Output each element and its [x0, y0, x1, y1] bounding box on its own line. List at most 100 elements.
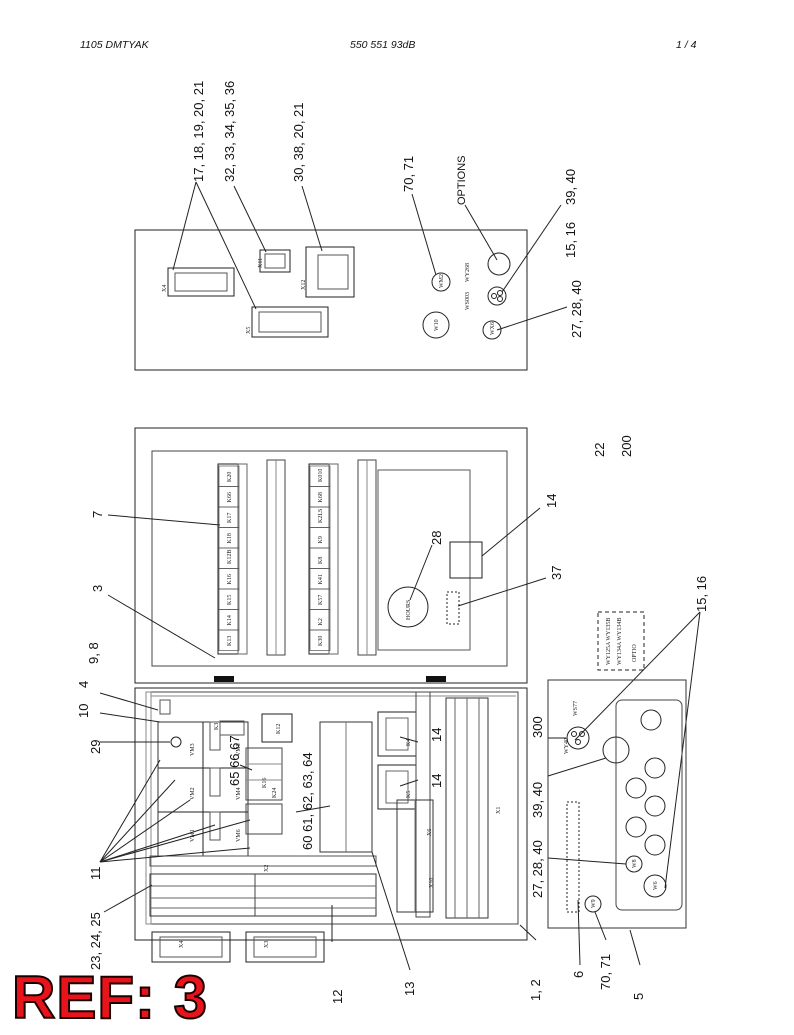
relay-label: K68 [318, 492, 324, 502]
leader-line [547, 757, 607, 777]
header-page-number: 1 / 4 [676, 39, 697, 51]
callout-top-x4-x5: 17, 18, 19, 20, 21 [191, 81, 206, 182]
callout-cab-29: 29 [88, 740, 103, 754]
gland-plate-cutout [615, 699, 683, 911]
label-ws003: WS003 [465, 292, 471, 310]
door-hinge [426, 676, 446, 682]
callout-cab-27-28-40: 27, 28, 40 [530, 840, 545, 898]
leader-line [457, 577, 547, 607]
relay-label: K30 [318, 636, 324, 646]
leader-line [301, 185, 323, 252]
bottom-connector-x3 [245, 931, 325, 963]
callout-cab-300: 300 [530, 716, 545, 738]
relay-k12 [261, 713, 293, 743]
label-k16: K16 [262, 778, 268, 788]
label-k3: K3 [214, 723, 220, 730]
callout-cab-6: 6 [571, 971, 586, 978]
leader-line [103, 884, 153, 913]
connector-x11 [259, 249, 291, 273]
relay-slot [309, 465, 331, 487]
gland-cable [644, 795, 666, 817]
label-x5: X5 [246, 327, 252, 334]
connector-x4 [167, 267, 235, 297]
leader-line [107, 514, 221, 526]
leader-line [99, 799, 191, 863]
fuse-29 [170, 736, 182, 748]
leader-line [629, 929, 641, 966]
leader-line [239, 764, 253, 771]
relay-label: K41 [318, 574, 324, 584]
bottom-connector-x4 [151, 931, 231, 963]
label-x4: X4 [162, 285, 168, 292]
leader-line [547, 857, 627, 865]
label-wy268: WY268 [465, 263, 471, 282]
leader-line [519, 924, 537, 941]
label-x4-bottom: X4 [179, 941, 185, 948]
callout-cab-14-lower: 14 [429, 774, 444, 788]
callout-cab-70-71: 70, 71 [598, 954, 613, 990]
cable-entry-6 [566, 801, 580, 913]
callout-cab-13: 13 [402, 982, 417, 996]
door-inner-frame [151, 450, 508, 667]
gland-plate [547, 679, 687, 929]
label-hour-meter: HOURS [406, 600, 412, 620]
leader-line [99, 712, 161, 723]
gland-w10 [422, 311, 450, 339]
leader-line [99, 847, 251, 863]
label-x12: X12 [301, 280, 307, 290]
callout-cab-4: 4 [76, 681, 91, 688]
callout-door-7: 7 [90, 511, 105, 518]
leader-line [99, 779, 176, 863]
header-part-number: 550 551 93dB [350, 39, 416, 51]
leader-line [577, 899, 581, 966]
relay-label: K2LS [318, 509, 324, 523]
label-x3: X3 [264, 941, 270, 948]
callout-top-39-40: 39, 40 [563, 169, 578, 205]
leader-line [411, 193, 437, 276]
door-device-37 [446, 591, 460, 625]
callout-cab-5: 5 [631, 993, 646, 1000]
label-wx6: WX6 [490, 322, 496, 335]
callout-door-3: 3 [90, 585, 105, 592]
label-x6: X6 [427, 829, 433, 836]
leader-line [399, 736, 419, 743]
callout-top-x11: 32, 33, 34, 35, 36 [222, 81, 237, 182]
callout-top-options: OPTIONS [456, 155, 468, 205]
gland-cable [625, 816, 647, 838]
gland-wm2 [431, 272, 451, 292]
label-x2: X2 [264, 865, 270, 872]
callout-door-9-8: 9, 8 [86, 642, 101, 664]
relay-label: K14 [227, 615, 233, 625]
leader-line [501, 204, 562, 293]
relay-label: K13 [227, 636, 233, 646]
cabinet-body [134, 687, 528, 941]
callout-cab-14-upper: 14 [429, 728, 444, 742]
door-device-14 [449, 541, 483, 579]
callout-cab-12: 12 [330, 990, 345, 1004]
label-k5: K5 [406, 791, 412, 798]
relay-label: K9 [318, 536, 324, 543]
callout-cab-1-2: 1, 2 [528, 979, 543, 1001]
callout-door-14: 14 [544, 494, 559, 508]
leader-line [99, 824, 216, 863]
relay-label: K66 [227, 492, 233, 502]
gland-300 [602, 736, 630, 764]
reference-stamp: REF: 3 [11, 964, 209, 1031]
relay-label: K15 [227, 595, 233, 605]
label-vm1: VM1 [190, 829, 196, 842]
relay-label: K57 [318, 595, 324, 605]
leader-line [574, 611, 701, 741]
callout-cab-60-64: 60 61, 62, 63, 64 [300, 752, 315, 850]
gland-wx6 [482, 320, 502, 340]
label-wy40: WY40 [564, 738, 570, 754]
relay-label: K20 [227, 472, 233, 482]
hour-meter [387, 586, 429, 628]
label-x10: X10 [429, 878, 435, 888]
options-line-3: OPTIO [632, 644, 638, 662]
leader-line [99, 692, 159, 711]
gland-cable [644, 757, 666, 779]
wiring-duct [415, 691, 431, 918]
relay-label: K8 [318, 557, 324, 564]
label-vm4: VM4 [236, 787, 242, 800]
